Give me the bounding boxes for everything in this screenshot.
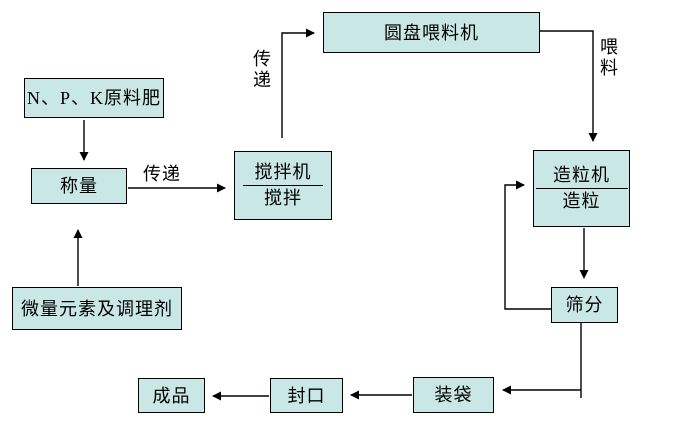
bagging-label: 装袋 — [434, 385, 473, 405]
node-sealing: 封口 — [270, 378, 343, 413]
sealing-label: 封口 — [287, 385, 326, 406]
edge-label-transfer-vertical: 传递 — [253, 49, 271, 90]
node-bagging: 装袋 — [413, 377, 494, 413]
granulator-label-process: 造粒 — [562, 191, 601, 211]
trace-elements-label: 微量元素及调理剂 — [21, 298, 173, 319]
node-mixer: 搅拌机 搅拌 — [234, 151, 332, 220]
npk-raw-fertilizer-label: N、P、K原料肥 — [26, 88, 161, 108]
node-trace-elements: 微量元素及调理剂 — [12, 287, 182, 330]
node-npk-raw-fertilizer: N、P、K原料肥 — [24, 78, 164, 118]
edge-label-feeding-vertical: 喂料 — [600, 37, 618, 78]
edge-label-transfer-horizontal: 传递 — [143, 164, 181, 184]
weighing-label: 称量 — [60, 176, 98, 196]
node-screening: 筛分 — [551, 287, 618, 323]
granulator-label-machine: 造粒机 — [535, 165, 628, 189]
mixer-label-process: 搅拌 — [264, 188, 302, 208]
finished-product-label: 成品 — [152, 385, 191, 406]
node-weighing: 称量 — [31, 168, 127, 204]
node-finished-product: 成品 — [138, 378, 205, 413]
disc-feeder-label: 圆盘喂料机 — [384, 22, 479, 43]
mixer-label-machine: 搅拌机 — [243, 162, 323, 186]
screening-label: 筛分 — [565, 295, 604, 315]
node-granulator: 造粒机 造粒 — [533, 150, 630, 227]
node-disc-feeder: 圆盘喂料机 — [323, 12, 540, 53]
